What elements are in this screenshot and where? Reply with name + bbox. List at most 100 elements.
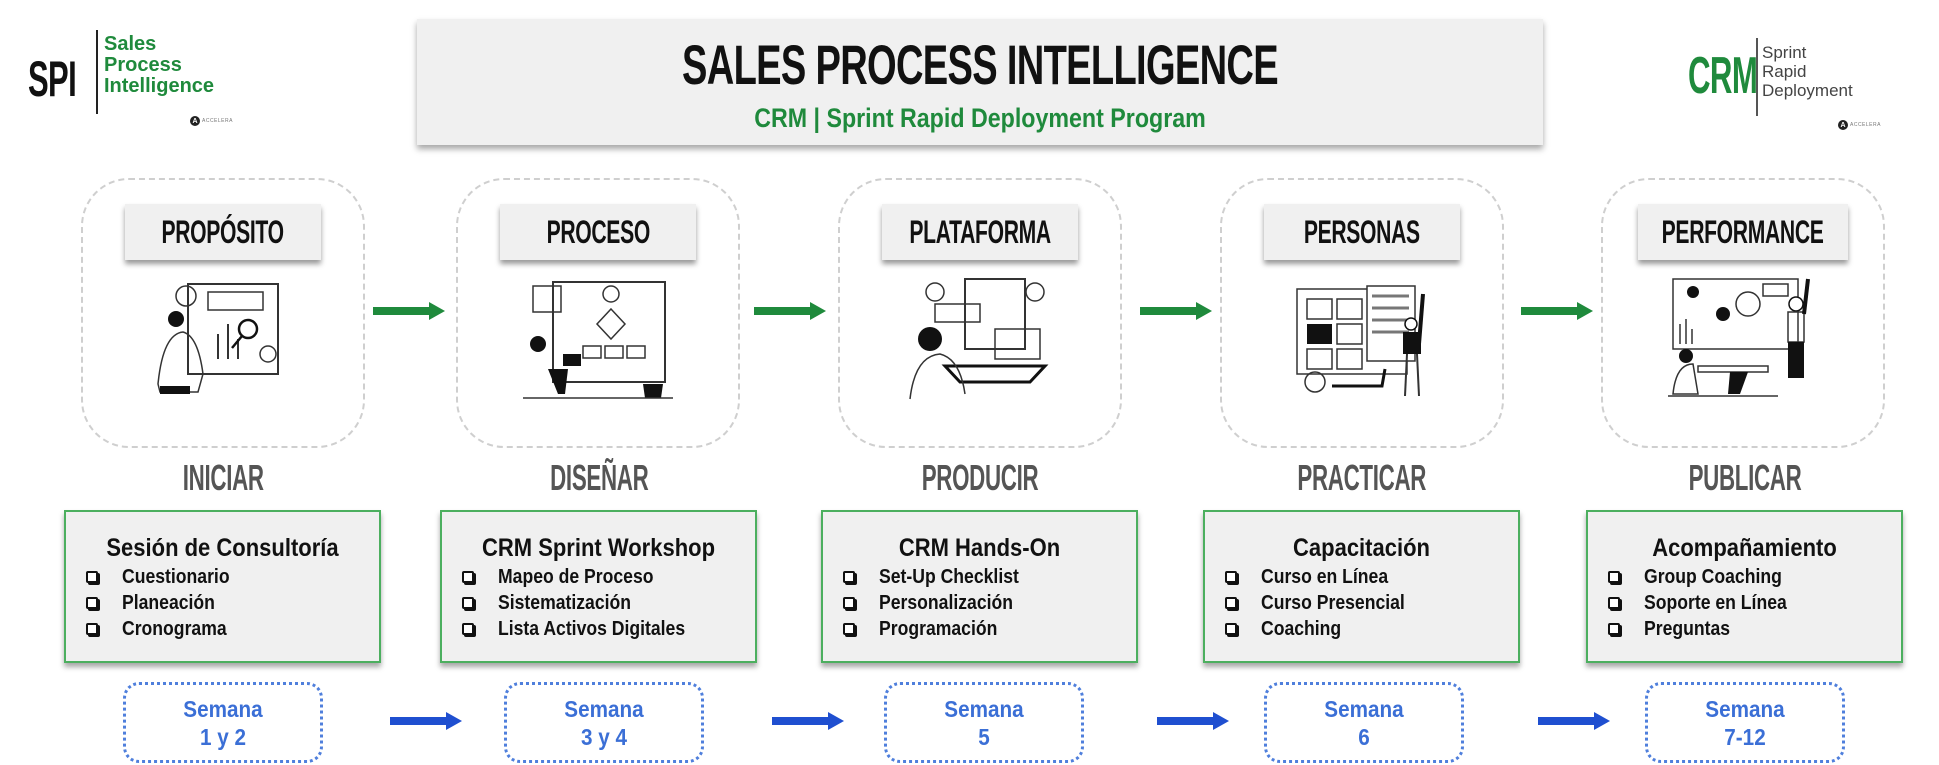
stage-label: PRACTICAR [1203, 458, 1521, 498]
stage-label-text: PRACTICAR [1297, 457, 1427, 498]
week-value: 6 [1358, 724, 1370, 750]
stage-label: PRODUCIR [821, 458, 1139, 498]
spi-logo-mark: SPI [28, 51, 77, 107]
blue-arrow-icon [1157, 712, 1229, 730]
checkbox-icon [1608, 597, 1620, 609]
accelera-logo-icon: A [190, 116, 200, 126]
task-item-label: Programación [879, 617, 998, 640]
platform-illustration-icon [905, 274, 1055, 404]
blue-arrow-icon [1538, 712, 1610, 730]
flowchart-illustration-icon [523, 274, 673, 404]
pillar-label: PLATAFORMA [909, 213, 1051, 250]
task-item: Preguntas [1608, 616, 1806, 642]
pillar-label-box: PERFORMANCE [1638, 204, 1848, 260]
week-value: 3 y 4 [580, 724, 628, 750]
performance-illustration-icon [1668, 274, 1818, 404]
week-badge: Semana 5 [884, 682, 1084, 763]
week-value: 7-12 [1724, 724, 1766, 750]
page-subtitle: CRM | Sprint Rapid Deployment Program [754, 103, 1206, 133]
week-badge: Semana 1 y 2 [123, 682, 323, 763]
task-list: Mapeo de Proceso Sistematización Lista A… [462, 564, 711, 642]
task-item-label: Sistematización [498, 591, 632, 614]
accelera-badge: A ACCELERA [190, 116, 233, 126]
task-item-label: Lista Activos Digitales [498, 617, 686, 640]
week-badge: Semana 3 y 4 [504, 682, 704, 763]
pillar-card-performance: PERFORMANCE [1601, 178, 1885, 448]
pillar-card-proceso: PROCESO [456, 178, 740, 448]
crm-logo-word: Rapid [1762, 62, 1807, 81]
task-item: Curso en Línea [1225, 564, 1424, 590]
task-item: Group Coaching [1608, 564, 1806, 590]
green-arrow-icon [373, 302, 445, 320]
task-list: Group Coaching Soporte en Línea Pregunta… [1608, 564, 1806, 642]
task-list: Curso en Línea Curso Presencial Coaching [1225, 564, 1424, 642]
task-item: Soporte en Línea [1608, 590, 1806, 616]
spi-logo: SPI Sales Process Intelligence A ACCELER… [28, 28, 238, 132]
checkbox-icon [1608, 623, 1620, 635]
spi-logo-word: Sales [104, 33, 157, 55]
checkbox-icon [1225, 571, 1237, 583]
pillar-label-box: PROCESO [500, 204, 696, 260]
task-box: Sesión de Consultoría Cuestionario Plane… [64, 510, 381, 663]
logo-divider [96, 30, 98, 114]
week-badge: Semana 7-12 [1645, 682, 1845, 763]
checkbox-icon [462, 623, 474, 635]
pillar-label-box: PERSONAS [1264, 204, 1460, 260]
crm-logo-word: Deployment [1762, 81, 1853, 100]
task-title: CRM Sprint Workshop [481, 534, 716, 562]
task-list: Cuestionario Planeación Cronograma [86, 564, 244, 642]
stage-label-text: PRODUCIR [921, 457, 1039, 498]
task-item: Planeación [86, 590, 244, 616]
task-item-label: Curso en Línea [1261, 565, 1389, 588]
task-item-label: Coaching [1261, 617, 1342, 640]
stage-label-text: PUBLICAR [1688, 457, 1802, 498]
task-box: Acompañamiento Group Coaching Soporte en… [1586, 510, 1903, 663]
task-item: Sistematización [462, 590, 711, 616]
task-item-label: Cuestionario [122, 565, 230, 588]
task-item-label: Mapeo de Proceso [498, 565, 654, 588]
people-illustration-icon [1287, 274, 1437, 404]
checkbox-icon [1225, 623, 1237, 635]
checkbox-icon [86, 571, 98, 583]
page-header: SALES PROCESS INTELLIGENCE CRM | Sprint … [417, 19, 1543, 145]
accelera-logo-icon: A [1838, 120, 1848, 130]
task-item-label: Curso Presencial [1261, 591, 1405, 614]
pillar-label-box: PROPÓSITO [125, 204, 321, 260]
week-badge: Semana 6 [1264, 682, 1464, 763]
task-item-label: Set-Up Checklist [879, 565, 1019, 588]
checkbox-icon [462, 571, 474, 583]
checkbox-icon [843, 597, 855, 609]
spi-logo-words: Sales Process Intelligence [104, 34, 214, 97]
checkbox-icon [462, 597, 474, 609]
checkbox-icon [843, 623, 855, 635]
pillar-card-proposito: PROPÓSITO [81, 178, 365, 448]
checkbox-icon [86, 623, 98, 635]
task-item-label: Preguntas [1644, 617, 1731, 640]
task-item-label: Group Coaching [1644, 565, 1782, 588]
task-item: Curso Presencial [1225, 590, 1424, 616]
checkbox-icon [843, 571, 855, 583]
task-box: CRM Hands-On Set-Up Checklist Personaliz… [821, 510, 1138, 663]
task-item: Coaching [1225, 616, 1424, 642]
green-arrow-icon [1521, 302, 1593, 320]
accelera-badge-text: ACCELERA [1850, 122, 1881, 128]
checkbox-icon [86, 597, 98, 609]
pillar-label: PROPÓSITO [161, 213, 285, 250]
task-item: Set-Up Checklist [843, 564, 1038, 590]
task-list: Set-Up Checklist Personalización Program… [843, 564, 1038, 642]
week-label: Semana [183, 696, 263, 722]
pillar-label: PROCESO [546, 213, 650, 250]
task-item-label: Personalización [879, 591, 1014, 614]
week-label: Semana [944, 696, 1024, 722]
crm-logo-words: Sprint Rapid Deployment [1762, 43, 1853, 100]
stage-label: DISEÑAR [440, 458, 758, 498]
checkbox-icon [1608, 571, 1620, 583]
pillar-label: PERFORMANCE [1662, 213, 1824, 250]
page-title: SALES PROCESS INTELLIGENCE [682, 33, 1279, 96]
task-item: Cuestionario [86, 564, 244, 590]
accelera-badge: A ACCELERA [1838, 120, 1881, 130]
green-arrow-icon [1140, 302, 1212, 320]
task-item-label: Planeación [122, 591, 215, 614]
accelera-badge-text: ACCELERA [202, 118, 233, 124]
stage-label-text: INICIAR [182, 457, 264, 498]
